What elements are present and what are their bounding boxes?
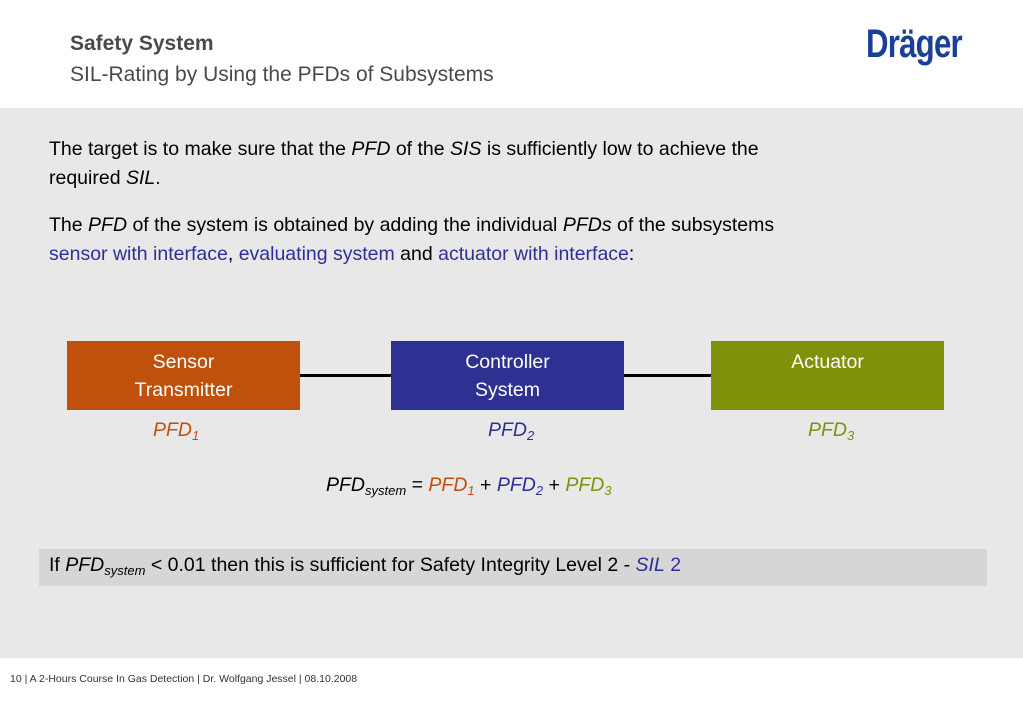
slide-content: The target is to make sure that the PFD … [0, 108, 1023, 658]
term-sub: system [104, 563, 146, 578]
pfd1-label: PFD1 [153, 419, 200, 443]
text-span: < 0.01 then this is sufficient for Safet… [145, 554, 636, 576]
formula-lhs: PFD [326, 474, 365, 496]
slide-footer: 10 | A 2-Hours Course In Gas Detection |… [10, 673, 358, 685]
formula-lhs-sub: system [365, 483, 407, 498]
sil-level: 2 [664, 554, 682, 576]
formula-pfd2: PFD2 [496, 474, 544, 498]
text-span: , [227, 243, 239, 265]
term-pfd: PFD [88, 214, 128, 236]
method-paragraph: The PFD of the system is obtained by add… [49, 211, 949, 269]
formula-plus: + [543, 474, 566, 496]
formula-pfd3: PFD3 [565, 474, 612, 498]
text-span: of the system is obtained by adding the … [127, 214, 563, 236]
block-label: Transmitter [134, 379, 233, 401]
term-evaluating-system: evaluating system [238, 243, 395, 265]
text-span: . [155, 167, 161, 189]
term-pfd: PFD [351, 138, 391, 160]
intro-paragraph: The target is to make sure that the PFD … [49, 135, 949, 193]
actuator-block: Actuator [711, 341, 944, 410]
text-span: If [49, 554, 66, 576]
block-label: Controller [465, 351, 550, 373]
term-actuator-with-interface: actuator with interface [438, 243, 629, 265]
connector-line-1 [300, 374, 391, 377]
text-span: and [394, 243, 439, 265]
slide-subtitle: SIL-Rating by Using the PFDs of Subsyste… [70, 63, 494, 86]
term-pfd: PFD [65, 554, 105, 576]
formula-eq: = [406, 474, 429, 496]
term-sis: SIS [450, 138, 482, 160]
pfd2-label: PFD2 [488, 419, 535, 443]
text-span: The target is to make sure that the [49, 138, 352, 160]
block-label: System [474, 379, 540, 401]
term-sil: SIL [125, 167, 156, 189]
pfd-formula: PFDsystem = PFD1 + PFD2 + PFD3 [326, 474, 612, 498]
term-sil: SIL [635, 554, 665, 576]
slide-header: Safety System SIL-Rating by Using the PF… [0, 0, 1023, 108]
drager-logo: Dräger [866, 22, 963, 66]
text-span: The [49, 214, 89, 236]
text-span: is sufficiently low to achieve the [481, 138, 759, 160]
block-label: Actuator [791, 351, 864, 373]
text-span: of the subsystems [611, 214, 775, 236]
connector-line-2 [624, 374, 711, 377]
conclusion-box: If PFDsystem < 0.01 then this is suffici… [39, 549, 987, 586]
term-sensor-with-interface: sensor with interface [49, 243, 228, 265]
formula-plus: + [474, 474, 497, 496]
text-span: of the [390, 138, 451, 160]
term-pfds: PFDs [562, 214, 612, 236]
text-span: : [628, 243, 635, 265]
conclusion-text: If PFDsystem < 0.01 then this is suffici… [49, 554, 681, 578]
block-label: Sensor [152, 351, 215, 373]
slide-title: Safety System [70, 32, 214, 55]
pfd3-label: PFD3 [808, 419, 855, 443]
text-span: required [49, 167, 126, 189]
formula-pfd1: PFD1 [428, 474, 475, 498]
